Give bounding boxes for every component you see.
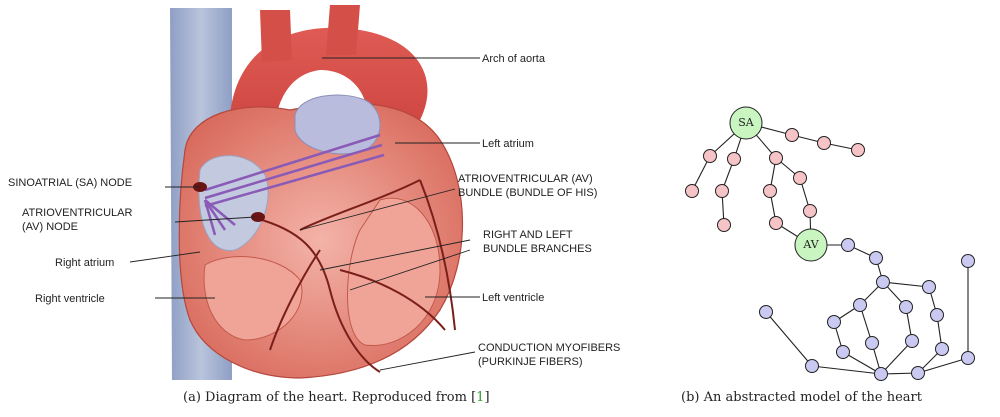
atrial-graph-node — [852, 144, 865, 157]
ventricular-graph-node — [912, 367, 925, 380]
ventricular-graph-node — [870, 252, 883, 265]
label-myofibers-1: CONDUCTION MYOFIBERS — [478, 342, 620, 354]
caption-heart-end: ] — [484, 390, 489, 405]
ventricular-graph-node — [760, 306, 773, 319]
av-node-label: AV — [802, 238, 819, 251]
heart-graph-model: SA AV — [680, 0, 1000, 385]
label-av-node-1: ATRIOVENTRICULAR — [22, 207, 132, 219]
atrial-graph-node — [770, 152, 783, 165]
label-arch-of-aorta: Arch of aorta — [482, 53, 546, 65]
ventricular-graph-node — [900, 301, 913, 314]
label-right-ventricle: Right ventricle — [35, 293, 105, 305]
graph-nodes — [686, 107, 975, 381]
caption-heart-text: (a) Diagram of the heart. Reproduced fro… — [183, 390, 476, 405]
aorta-branch — [260, 10, 292, 62]
graph-edge — [812, 366, 881, 374]
ventricular-graph-node — [931, 309, 944, 322]
atrial-graph-node — [716, 185, 729, 198]
label-myofibers-2: (PURKINJE FIBERS) — [478, 356, 583, 368]
label-bundle-branches-2: BUNDLE BRANCHES — [483, 243, 592, 255]
ventricular-graph-node — [806, 360, 819, 373]
caption-heart: (a) Diagram of the heart. Reproduced fro… — [183, 390, 490, 405]
label-av-bundle-2: BUNDLE (BUNDLE OF HIS) — [458, 187, 597, 199]
ventricular-graph-node — [923, 281, 936, 294]
label-av-node-2: (AV) NODE — [22, 221, 78, 233]
atrial-graph-node — [818, 137, 831, 150]
ventricular-graph-node — [854, 299, 867, 312]
ventricular-graph-node — [962, 352, 975, 365]
label-bundle-branches-1: RIGHT AND LEFT — [483, 229, 573, 241]
aorta-branch — [326, 5, 360, 55]
ventricular-graph-node — [837, 346, 850, 359]
pulmonary-artery — [295, 95, 380, 154]
caption-graph: (b) An abstracted model of the heart — [681, 390, 922, 405]
heart-diagram: Arch of aorta Left atrium SINOATRIAL (SA… — [0, 0, 680, 385]
atrial-graph-node — [770, 217, 783, 230]
atrial-graph-node — [686, 185, 699, 198]
label-av-bundle-1: ATRIOVENTRICULAR (AV) — [458, 173, 593, 185]
atrial-graph-node — [704, 150, 717, 163]
ventricular-graph-node — [877, 276, 890, 289]
ventricular-graph-node — [866, 337, 879, 350]
atrial-graph-node — [794, 172, 807, 185]
atrial-graph-node — [764, 185, 777, 198]
label-left-ventricle: Left ventricle — [482, 292, 544, 304]
ventricular-graph-node — [962, 255, 975, 268]
ventricular-graph-node — [828, 316, 841, 329]
ventricular-graph-node — [936, 343, 949, 356]
atrial-graph-node — [804, 205, 817, 218]
ventricular-graph-node — [875, 368, 888, 381]
ventricular-graph-node — [842, 239, 855, 252]
sa-node-label: SA — [738, 116, 755, 129]
label-left-atrium: Left atrium — [482, 138, 534, 150]
label-right-atrium: Right atrium — [55, 257, 114, 269]
label-sa-node: SINOATRIAL (SA) NODE — [8, 177, 132, 189]
atrial-graph-node — [718, 219, 731, 232]
graph-edge — [766, 312, 812, 366]
ventricular-graph-node — [906, 335, 919, 348]
atrial-graph-node — [728, 153, 741, 166]
atrial-graph-node — [786, 129, 799, 142]
